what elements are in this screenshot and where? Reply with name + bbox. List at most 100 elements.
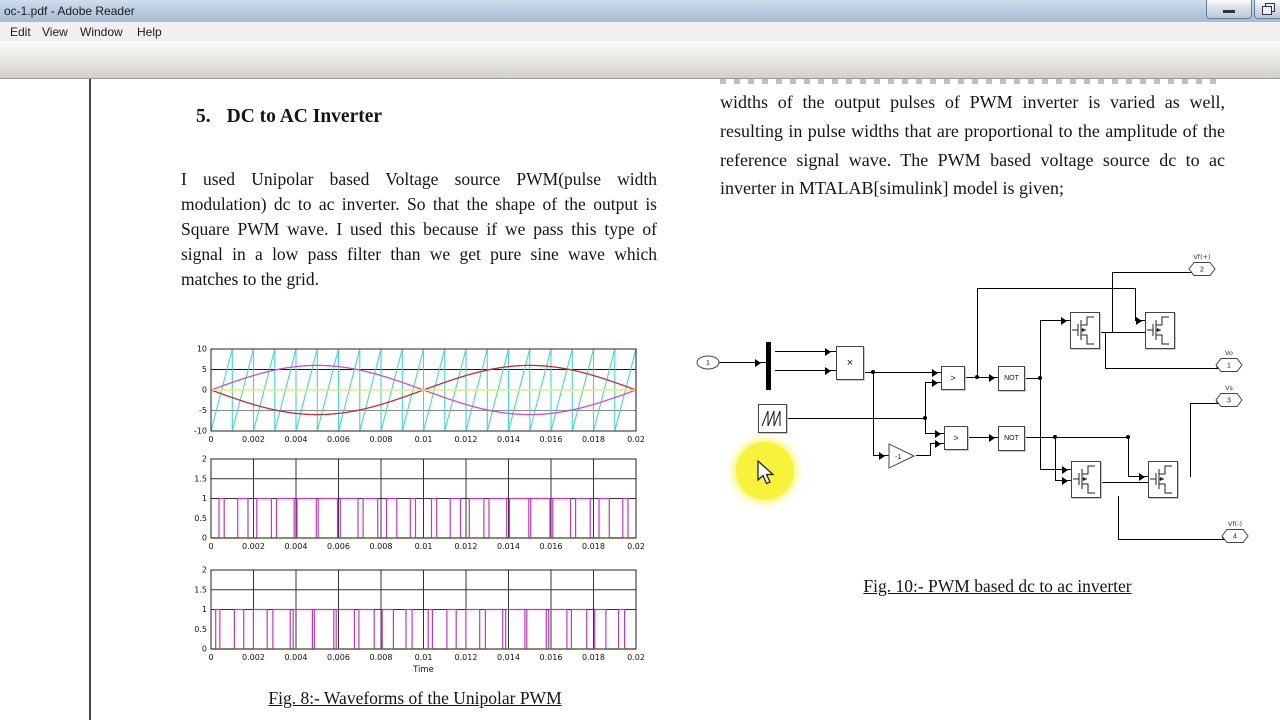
pdf-document-view: 5.DC to AC Inverter I used Unipolar base…	[0, 79, 1280, 720]
not-logic-block: NOT	[998, 426, 1025, 451]
wire	[786, 418, 925, 419]
arrowhead	[935, 430, 945, 438]
mouse-cursor-icon	[757, 460, 775, 485]
wire	[1105, 368, 1224, 369]
svg-text:0.004: 0.004	[285, 542, 308, 551]
wire	[1099, 482, 1150, 483]
svg-text:0.014: 0.014	[497, 435, 520, 444]
svg-text:0.012: 0.012	[455, 653, 478, 662]
menu-window[interactable]: Window	[80, 25, 123, 39]
svg-text:0.018: 0.018	[582, 542, 605, 551]
figure-10-caption: Fig. 10:- PWM based dc to ac inverter	[863, 576, 1132, 596]
arrowhead	[935, 440, 945, 448]
svg-text:0.004: 0.004	[285, 653, 308, 662]
svg-text:0.01: 0.01	[415, 542, 433, 551]
restore-button[interactable]	[1254, 0, 1280, 19]
wire	[1190, 403, 1224, 404]
svg-text:0.002: 0.002	[242, 653, 265, 662]
svg-text:0.01: 0.01	[415, 653, 433, 662]
page-edge-line	[89, 79, 91, 720]
svg-text:0: 0	[208, 542, 213, 551]
svg-text:1: 1	[202, 605, 207, 614]
arrowhead	[1062, 466, 1072, 474]
svg-text:0.016: 0.016	[540, 653, 563, 662]
junction-dot	[1038, 376, 1042, 380]
section-title: DC to AC Inverter	[226, 106, 383, 127]
wire	[1040, 320, 1041, 470]
menu-view[interactable]: View	[42, 25, 68, 39]
svg-text:0.006: 0.006	[327, 435, 350, 444]
minimize-button[interactable]	[1206, 0, 1252, 19]
junction-dot	[871, 370, 875, 374]
outport-vf-minus: Vf(-) 4	[1218, 521, 1252, 549]
section-number: 5.	[196, 106, 211, 127]
svg-text:4: 4	[1233, 534, 1237, 541]
wire	[977, 288, 978, 378]
svg-text:1: 1	[202, 494, 207, 503]
wire	[775, 351, 836, 352]
svg-text:10: 10	[197, 345, 207, 354]
svg-text:0.002: 0.002	[242, 542, 265, 551]
mosfet-block	[1145, 312, 1175, 349]
wire	[1118, 539, 1230, 540]
clipped-text-line	[720, 79, 1222, 84]
wire	[1023, 437, 1128, 438]
minimize-icon	[1223, 10, 1235, 13]
wire	[1112, 272, 1113, 333]
svg-text:0.5: 0.5	[194, 514, 207, 523]
wire	[1135, 288, 1136, 321]
wire	[862, 372, 943, 373]
mosfet-block	[1071, 461, 1101, 498]
outport-vf-plus: Vf(+) 2	[1185, 254, 1219, 282]
svg-text:0.01: 0.01	[415, 435, 433, 444]
not-logic-block: NOT	[998, 366, 1025, 391]
svg-text:1.5: 1.5	[194, 474, 207, 483]
wire	[1098, 332, 1147, 333]
svg-text:2: 2	[202, 566, 207, 575]
svg-text:0: 0	[202, 534, 207, 543]
junction-dot	[1053, 435, 1057, 439]
wire	[1040, 320, 1072, 321]
wire	[1023, 378, 1040, 379]
svg-text:0.018: 0.018	[582, 653, 605, 662]
svg-text:0.014: 0.014	[497, 542, 520, 551]
wire	[1040, 469, 1073, 470]
section-heading: 5. DC to AC Inverter	[196, 106, 382, 128]
wire	[1055, 437, 1056, 481]
mosfet-symbol	[1073, 465, 1095, 494]
arrowhead	[879, 452, 889, 460]
wire	[967, 437, 1000, 438]
svg-text:2: 2	[1200, 267, 1204, 274]
svg-text:0.002: 0.002	[242, 435, 265, 444]
menu-edit[interactable]: Edit	[10, 25, 31, 39]
arrowhead	[932, 369, 942, 377]
wire	[930, 443, 931, 456]
svg-text:0: 0	[208, 653, 213, 662]
junction-dot	[975, 375, 979, 379]
sawtooth-generator-block	[758, 404, 787, 433]
arrowhead	[1062, 477, 1072, 485]
wire	[1105, 332, 1106, 369]
wire	[1128, 437, 1129, 477]
svg-text:0: 0	[202, 645, 207, 654]
svg-text:0.014: 0.014	[497, 653, 520, 662]
menu-help[interactable]: Help	[137, 25, 162, 39]
junction-dot	[1126, 435, 1130, 439]
svg-text:-10: -10	[194, 427, 207, 436]
relational-operator-block: >	[944, 426, 968, 450]
arrowhead	[825, 367, 835, 375]
product-block: ×	[836, 346, 864, 380]
mosfet-symbol	[1150, 465, 1172, 494]
svg-text:0.012: 0.012	[455, 435, 478, 444]
wire	[916, 455, 930, 456]
svg-text:-5: -5	[199, 406, 207, 415]
arrowhead	[1136, 317, 1146, 325]
demux-block	[766, 342, 771, 390]
junction-dot	[923, 416, 927, 420]
wire	[775, 370, 836, 371]
svg-text:0.008: 0.008	[370, 653, 393, 662]
outport-vo: Vo 1	[1212, 350, 1246, 378]
